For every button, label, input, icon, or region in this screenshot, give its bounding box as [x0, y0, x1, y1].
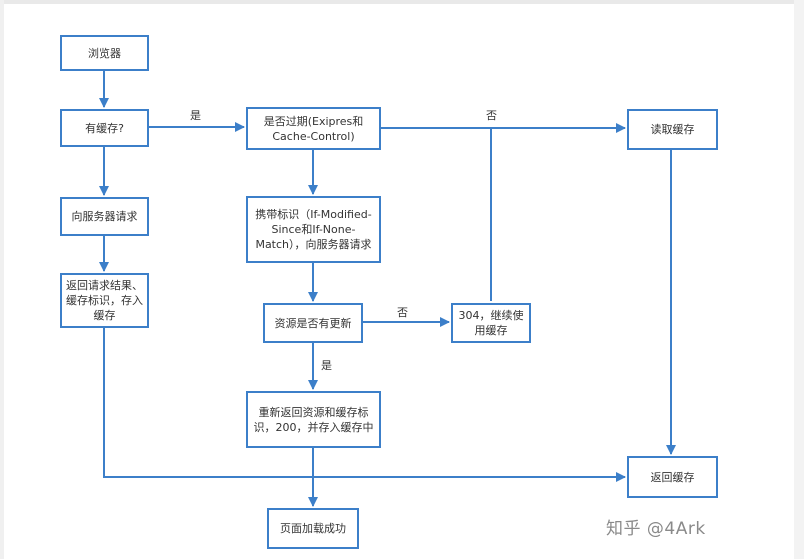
node-return-cache: 返回缓存	[627, 456, 718, 498]
frame-right-border	[794, 0, 804, 559]
node-304: 304，继续使用缓存	[451, 303, 531, 343]
node-read-cache: 读取缓存	[627, 109, 718, 150]
edge-label-yes-cache: 是	[190, 109, 201, 122]
edge-label-no-update: 否	[397, 306, 408, 319]
edge-label-yes-update: 是	[321, 359, 332, 372]
node-has-cache: 有缓存?	[60, 109, 149, 147]
node-resource-updated: 资源是否有更新	[263, 303, 363, 343]
node-carry-identifier: 携带标识（If-Modified-Since和If-None-Match），向服…	[246, 196, 381, 263]
watermark: 知乎 @4Ark	[606, 519, 706, 539]
node-return-200: 重新返回资源和缓存标识，200，并存入缓存中	[246, 391, 381, 448]
node-browser: 浏览器	[60, 35, 149, 71]
node-return-result: 返回请求结果、缓存标识，存入缓存	[60, 273, 149, 328]
node-request-server: 向服务器请求	[60, 197, 149, 236]
frame-left-border	[0, 0, 4, 559]
node-expired-check: 是否过期(Exipres和Cache-Control)	[246, 107, 381, 150]
arrow-return-result-to-return-cache	[103, 327, 626, 482]
edge-label-no-expired: 否	[486, 109, 497, 122]
node-page-loaded: 页面加载成功	[267, 508, 359, 549]
frame-top-border	[0, 0, 804, 4]
